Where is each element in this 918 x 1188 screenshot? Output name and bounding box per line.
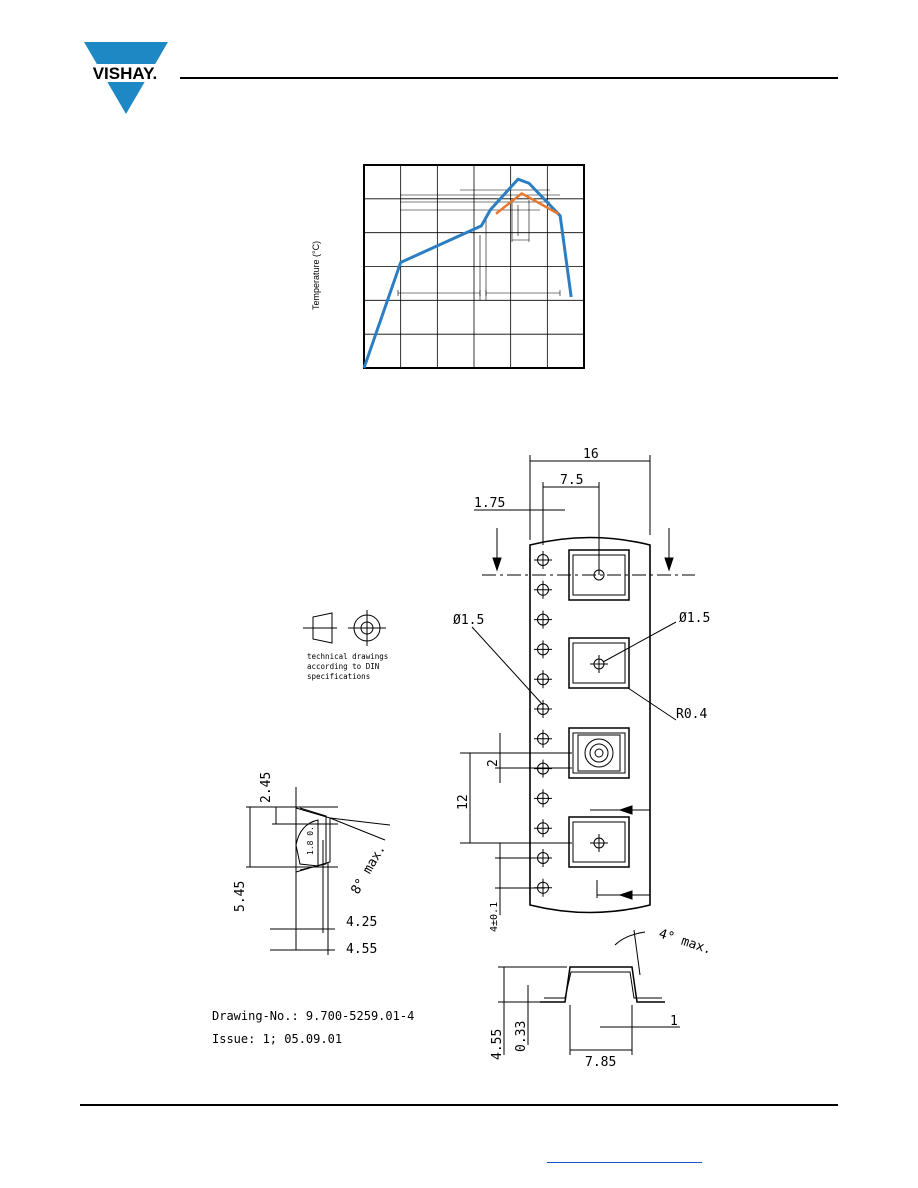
header-rule bbox=[180, 77, 838, 79]
series-line-1 bbox=[362, 177, 573, 369]
tape-outline bbox=[529, 536, 651, 914]
dim-8-max: 8° max. bbox=[348, 842, 388, 897]
series-line-2 bbox=[495, 192, 559, 215]
din-caption-3: specifications bbox=[307, 672, 370, 681]
dim-hole-right: Ø1.5 bbox=[679, 611, 710, 626]
dim-2-45: 2.45 bbox=[259, 772, 274, 803]
chart-series-group bbox=[362, 177, 573, 369]
dim-4: 4±0.1 bbox=[489, 902, 500, 932]
vishay-logo: VISHAY. bbox=[80, 42, 170, 114]
dim-4-25: 4.25 bbox=[346, 915, 377, 930]
drawing-number: Drawing-No.: 9.700-5259.01-4 bbox=[212, 1009, 414, 1023]
lens-marking: 1.8 0. bbox=[306, 826, 315, 855]
chart-annotations bbox=[397, 189, 561, 300]
dim-16: 16 bbox=[583, 447, 599, 462]
issue-date: Issue: 1; 05.09.01 bbox=[212, 1032, 342, 1046]
dim-4-max: 4° max. bbox=[657, 927, 714, 958]
dim-0-33: 0.33 bbox=[514, 1021, 529, 1052]
dim-7-85: 7.85 bbox=[585, 1055, 616, 1070]
dim-4-55: 4.55 bbox=[346, 942, 377, 957]
footer-rule bbox=[80, 1104, 838, 1106]
footer-link[interactable] bbox=[547, 1162, 702, 1163]
logo-wordmark: VISHAY. bbox=[93, 64, 158, 83]
y-axis-label: Temperature (°C) bbox=[311, 241, 321, 310]
dim-radius: R0.4 bbox=[676, 707, 707, 722]
din-caption-1: technical drawings bbox=[307, 652, 388, 661]
dim-12: 12 bbox=[456, 794, 471, 810]
reflow-temperature-chart: Temperature (°C) bbox=[311, 164, 585, 369]
dim-profile-4-55: 4.55 bbox=[490, 1029, 505, 1060]
dim-7-5: 7.5 bbox=[560, 473, 583, 488]
dim-hole-left: Ø1.5 bbox=[453, 613, 484, 628]
dim-1: 1 bbox=[670, 1014, 678, 1029]
dim-5-45: 5.45 bbox=[233, 881, 248, 912]
dim-1-75: 1.75 bbox=[474, 496, 505, 511]
dim-2: 2 bbox=[486, 759, 501, 767]
din-caption-2: according to DIN bbox=[307, 662, 379, 671]
